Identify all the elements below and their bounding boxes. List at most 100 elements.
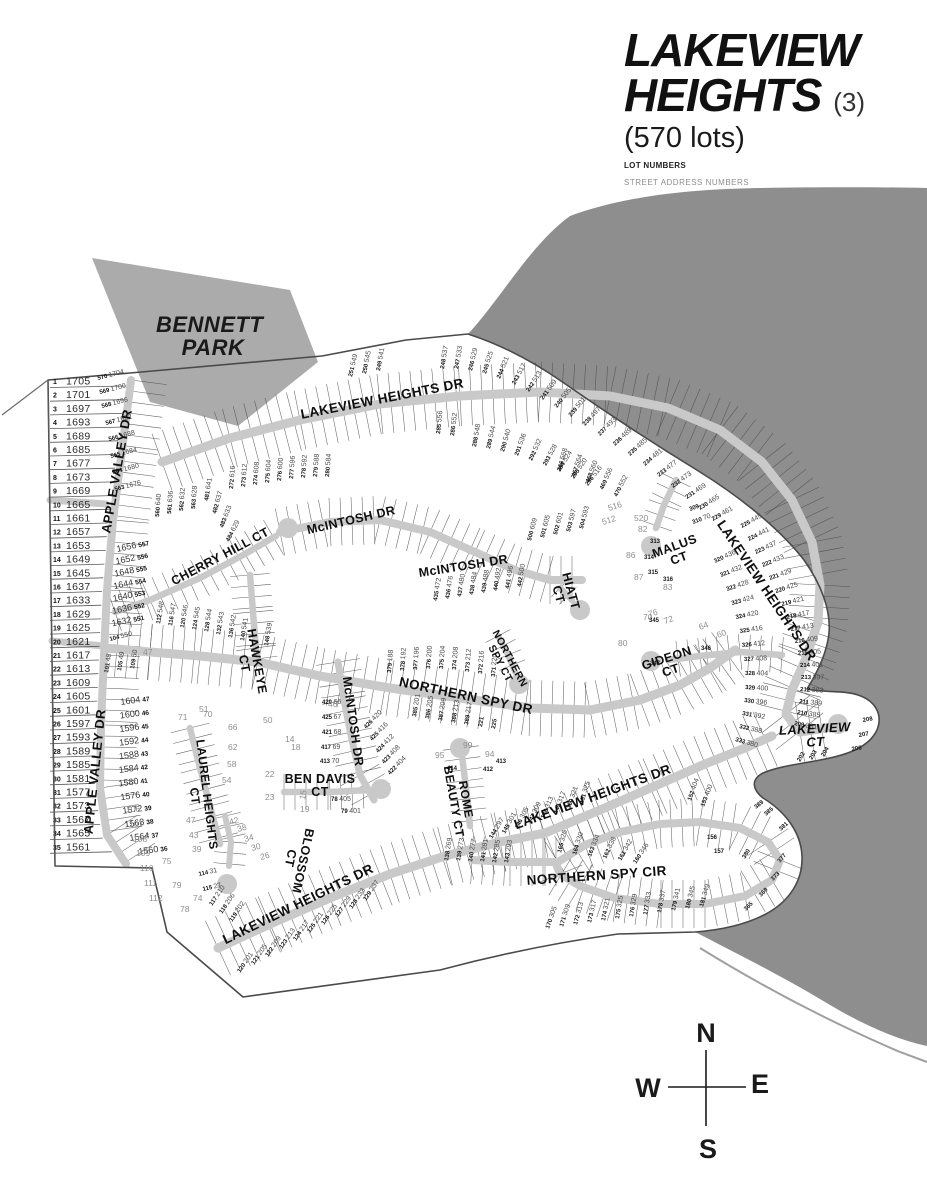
lot-number-label: 140277 (467, 838, 478, 862)
cul-de-sac-bulb (217, 874, 237, 894)
east-lot-row: 157239 (122, 802, 153, 816)
lot-number-label: 365 (743, 901, 755, 913)
lot-number-label: 26 (259, 850, 271, 862)
lot-line (106, 815, 138, 836)
lot-number-label: 78 (180, 904, 190, 914)
left-lot-number: 2 (53, 393, 57, 400)
lot-line (107, 585, 144, 590)
left-lot-address: 1567 (66, 814, 91, 826)
lot-line (102, 687, 139, 690)
compass-west-label: W (635, 1073, 661, 1103)
lot-line (100, 757, 137, 759)
lot-line (128, 401, 164, 407)
lot-number-label: 181349 (698, 883, 712, 907)
lot-number-label: 54 (222, 775, 232, 785)
lot-number-label: 136542 (227, 614, 238, 638)
lot-number-label: 171309 (558, 903, 572, 927)
left-lot-number: 14 (53, 557, 61, 564)
lot-number-label: 145301 (501, 811, 519, 835)
lot-number-label: 153400 (699, 784, 714, 808)
left-lot-number: 27 (53, 735, 61, 742)
lot-number-label: 23 (265, 792, 275, 802)
left-lot-address: 1669 (66, 485, 91, 497)
lot-number-label: 15 (297, 789, 309, 800)
road (186, 724, 224, 848)
left-lot-number: 25 (53, 708, 61, 715)
lot-number-label: 481641 (203, 477, 214, 501)
lot-number-label: 500609 (526, 517, 539, 541)
cul-de-sac-bulb (450, 738, 470, 758)
lot-number-label: 110 (140, 863, 154, 873)
lot-number-label: 483633 (218, 505, 233, 529)
left-lot-address: 1673 (66, 471, 91, 483)
lot-number-label: 373 (770, 871, 782, 883)
lot-number-label: 377196 (412, 646, 421, 670)
lot-number-label: 74 (193, 893, 203, 903)
east-lot-row: 158041 (118, 775, 149, 789)
left-lot-number: 30 (53, 776, 61, 783)
lot-number-label: 277596 (288, 455, 297, 479)
left-lot-number: 22 (53, 667, 61, 674)
lot-number-label: 139273 (455, 837, 466, 861)
east-lot-row: 160447 (120, 693, 151, 707)
lot-number-label: 387209 (437, 697, 448, 721)
lot-number-label: 178337 (656, 889, 667, 913)
lot-number-label: 107 (129, 819, 143, 829)
lot-number-label: 104550 (109, 631, 133, 643)
lot-number-label: 512 (601, 513, 618, 527)
lot-number-label: 251549 (347, 353, 359, 377)
lot-line (122, 445, 159, 451)
lot-number-label: 132543 (215, 611, 226, 635)
cul-de-sac-bulb (371, 779, 391, 799)
left-lot-address: 1573 (66, 800, 91, 812)
lot-number-label: 157 (714, 849, 725, 855)
street-label-malus: MALUSCT (650, 532, 703, 573)
lot-number-label: 88 (911, 735, 921, 745)
left-lot-number: 18 (53, 612, 61, 619)
lot-number-label: 504593 (578, 505, 591, 529)
lot-number-label: 325416 (739, 625, 763, 635)
east-lot-row: 1652556 (115, 550, 150, 567)
left-lot-address: 1701 (66, 389, 91, 401)
road (111, 532, 280, 616)
lot-number-label: 229461 (711, 505, 735, 522)
lot-number-label: 435472 (432, 577, 443, 601)
street-label-hawkeye: HAWKEYECT (232, 628, 270, 698)
left-lot-address: 1621 (66, 636, 91, 648)
left-lot-address: 1565 (66, 828, 91, 840)
lot-number-label: 293528 (542, 443, 559, 467)
lot-number-label: 239501 (567, 396, 588, 418)
lot-number-label: 333380 (734, 736, 758, 749)
lot-number-label: 236489 (612, 427, 634, 448)
road (222, 813, 234, 869)
left-lot-address: 1657 (66, 526, 91, 538)
east-lot-row: 159244 (119, 734, 150, 748)
lot-number-label: 176329 (628, 893, 639, 917)
left-lot-number: 11 (53, 516, 61, 523)
lot-number-label: 99 (463, 740, 473, 750)
lot-number-label: 162338 (602, 836, 619, 860)
lot-number-label: 323424 (731, 594, 755, 607)
lot-number-label: 374208 (451, 646, 460, 670)
left-lot-number: 10 (53, 502, 61, 509)
lot-line (110, 552, 147, 557)
lot-number-label: 224441 (747, 526, 771, 543)
lot-number-label: 51 (199, 704, 209, 714)
lot-line (114, 504, 151, 510)
lot-number-label: 39 (192, 844, 202, 854)
lot-number-label: 161342 (617, 838, 635, 862)
lot-number-label: 222433 (761, 554, 785, 569)
lot-number-label: 106 (126, 804, 140, 814)
east-lot-row: 1640553 (112, 587, 147, 604)
lot-number-label: 347 (650, 661, 661, 667)
street-label-rome-beauty: ROMEBEAUTY CT (441, 763, 479, 839)
